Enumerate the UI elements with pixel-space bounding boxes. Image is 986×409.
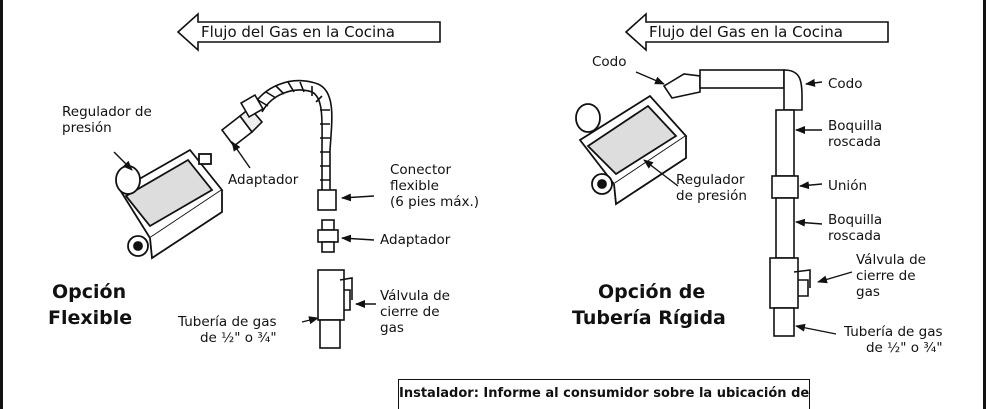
flow-label-right: Flujo del Gas en la Cocina: [649, 23, 843, 41]
label-elbow-right: Codo: [828, 76, 863, 92]
label-elbow-left: Codo: [592, 54, 627, 70]
label-pipe-right: Tubería de gas de ½" o ¾": [844, 324, 943, 356]
shutoff-valve-left: [317, 269, 353, 349]
rigid-pipe-assembly: [662, 69, 811, 337]
label-nipple-bottom: Boquilla roscada: [828, 212, 883, 244]
label-pipe-left: Tubería de gas de ½" o ¾": [178, 314, 277, 346]
label-regulator-right: Regulador de presión: [676, 172, 747, 204]
label-adapter-bottom: Adaptador: [380, 232, 451, 248]
flow-label-left: Flujo del Gas en la Cocina: [201, 23, 395, 41]
adapter-bottom-left: [317, 219, 339, 253]
option-title-rigid-line1: Opción de: [598, 281, 706, 303]
label-nipple-top: Boquilla roscada: [828, 118, 883, 150]
label-adapter-top: Adaptador: [228, 172, 299, 188]
label-valve-left: Válvula de cierre de gas: [380, 288, 450, 336]
flow-arrow-left: [176, 12, 441, 52]
leader-lines-right: [635, 71, 853, 335]
option-title-rigid-line2: Tubería Rígida: [572, 307, 726, 329]
option-title-flexible-line2: Flexible: [48, 307, 133, 329]
label-valve-right: Válvula de cierre de gas: [856, 252, 926, 300]
installer-note: Instalador: Informe al consumidor sobre …: [398, 379, 810, 409]
pressure-regulator-right: [575, 94, 688, 206]
label-union: Unión: [828, 178, 868, 194]
option-title-flexible-line1: Opción: [52, 281, 127, 303]
flexible-connector: [239, 79, 337, 211]
leader-lines-left: [113, 141, 376, 325]
adapter-top-left: [220, 106, 264, 148]
pressure-regulator-left: [115, 148, 224, 260]
label-flex-connector: Conector flexible (6 pies máx.): [390, 162, 480, 210]
flow-arrow-right: [624, 12, 889, 52]
label-regulator-left: Regulador de presión: [62, 104, 152, 136]
